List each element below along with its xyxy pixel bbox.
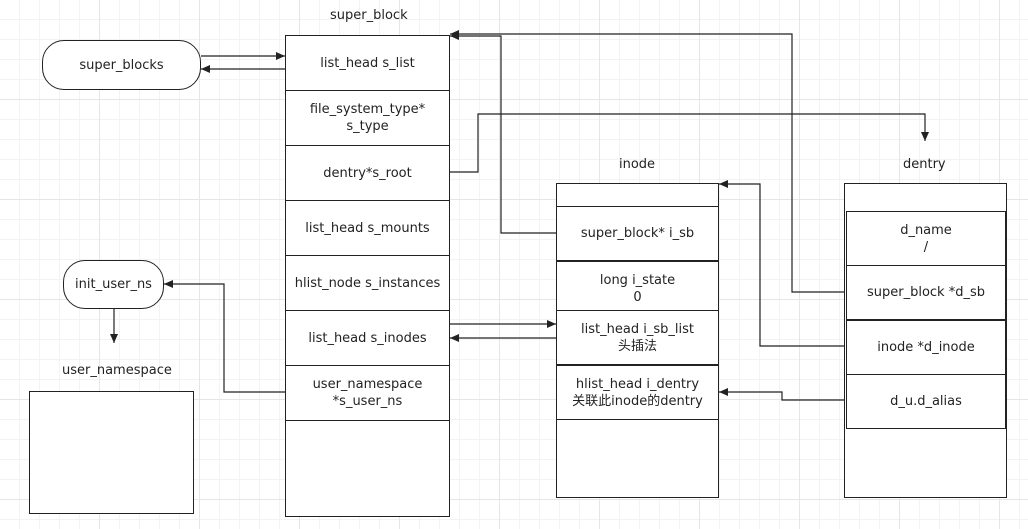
super-block-field-name: hlist_node s_instances [294,275,441,291]
dentry-field-name: super_block *d_sb [866,285,985,300]
dentry-field-detail: / [923,239,929,255]
dentry-field-name: d_name [900,222,952,238]
super-block-field-detail: *s_user_ns [332,394,403,409]
super-block-field-name: list_head s_inodes [308,330,427,346]
inode-field-name: long i_state [599,272,676,288]
super-blocks-node[interactable]: super_blocks [42,40,201,90]
inode-field-name: list_head i_sb_list [581,321,694,337]
super-blocks-label: super_blocks [79,57,164,73]
super-block-field-name: user_namespace [312,377,423,392]
arrow-i-sb-to-super-block [450,32,556,234]
init-user-ns-node[interactable]: init_user_ns [63,260,164,309]
arrow-s-user-ns-to-init-user-ns [164,280,285,393]
inode-field[interactable]: super_block* i_sb [556,206,719,261]
dentry-field-name: inode *d_inode [877,340,975,355]
arrow-s-root-to-dentry [450,113,929,173]
user-namespace-box [29,391,194,514]
super-block-field-name: list_head s_list [320,55,415,71]
inode-field-detail: 头插法 [617,338,657,354]
inode-field-detail: 0 [633,289,642,305]
inode-title: inode [619,157,656,172]
arrow-d-alias-to-i-dentry [719,388,844,401]
super-block-field-name: dentry*s_root [323,165,412,181]
super-block-field[interactable]: file_system_type* s_type [285,90,450,146]
arrow-d-inode-to-inode [719,180,844,347]
dentry-field-name: d_u.d_alias [890,394,962,409]
super-block-field-name: file_system_type* [309,102,426,117]
super-block-field[interactable]: hlist_node s_instances [285,255,450,311]
super-block-field-name: list_head s_mounts [305,220,430,236]
dentry-field[interactable]: super_block *d_sb [846,265,1006,320]
super-block-field[interactable]: list_head s_mounts [285,200,450,256]
super-block-field[interactable]: list_head s_list [285,35,450,91]
arrow-d-sb-to-super-block [450,30,844,293]
super-block-field[interactable]: user_namespace *s_user_ns [285,365,450,421]
dentry-field[interactable]: d_name/ [846,211,1006,266]
user-namespace-title: user_namespace [62,363,172,378]
super-block-field[interactable]: list_head s_inodes [285,310,450,366]
init-user-ns-label: init_user_ns [75,277,152,292]
super-block-title: super_block [330,8,408,23]
inode-field-name: super_block* i_sb [580,226,695,241]
super-block-field-detail: s_type [346,119,389,134]
dentry-title: dentry [903,157,946,172]
dentry-field[interactable]: d_u.d_alias [846,374,1006,429]
inode-field-name: hlist_head i_dentry [575,376,700,392]
dentry-field[interactable]: inode *d_inode [846,320,1006,375]
inode-field-detail: 关联此inode的dentry [572,393,703,409]
